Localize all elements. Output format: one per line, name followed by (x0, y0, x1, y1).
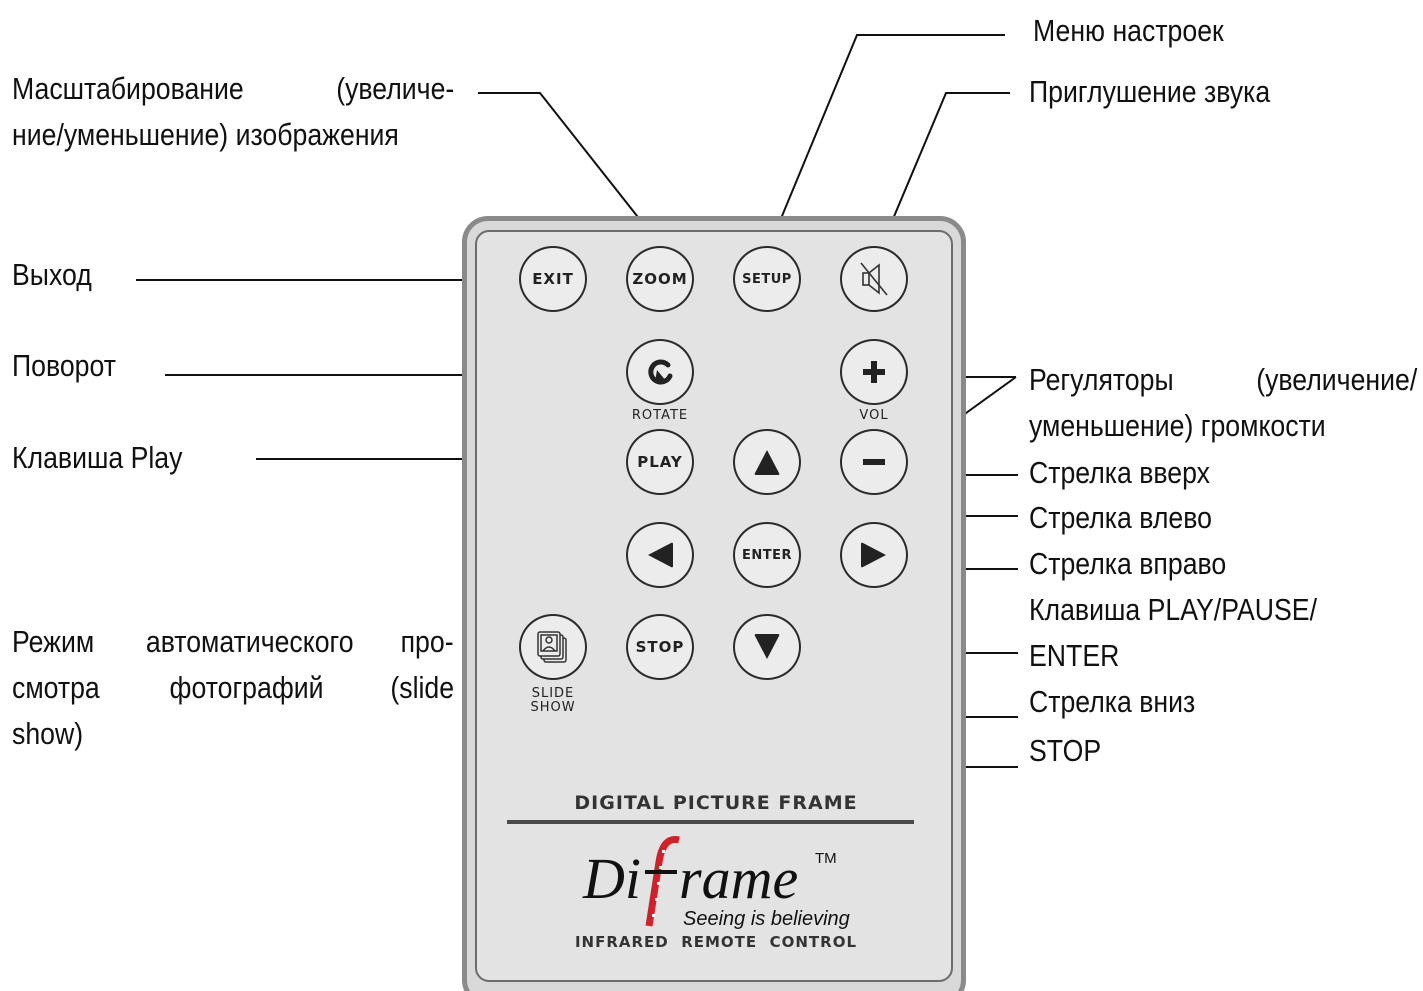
play-button-label: PLAY (637, 453, 683, 471)
slideshow-button[interactable] (519, 614, 587, 680)
leader-mute (881, 92, 1010, 246)
leader-zoom (478, 92, 661, 246)
brand-f-filmstrip (645, 835, 680, 927)
label-slideshow-line3: show) (12, 716, 84, 751)
zoom-button-label: ZOOM (632, 270, 688, 288)
brand-name-left: Di (582, 846, 641, 911)
slideshow-caption-line2: SHOW (530, 700, 576, 715)
stop-button[interactable]: STOP (626, 614, 694, 680)
slideshow-caption-line1: SLIDE (531, 686, 575, 701)
triangle-right-icon (861, 542, 886, 568)
label-left: Стрелка влево (1029, 500, 1212, 535)
vol-minus-button[interactable] (840, 429, 908, 495)
right-arrow-button[interactable] (840, 522, 908, 588)
label-slideshow-line2: смотра фотографий (slide (12, 670, 454, 705)
triangle-left-icon (648, 542, 673, 568)
plus-icon (863, 361, 885, 383)
mute-button[interactable] (840, 246, 908, 312)
zoom-button[interactable]: ZOOM (626, 246, 694, 312)
label-volume-line2: уменьшение) громкости (1029, 408, 1326, 443)
stop-button-label: STOP (635, 638, 685, 656)
label-slideshow-line1: Режим автоматического про- (12, 624, 454, 659)
label-enter-line1: Клавиша PLAY/PAUSE/ (1029, 592, 1318, 627)
rotate-button[interactable] (626, 339, 694, 405)
label-exit: Выход (12, 257, 92, 292)
leader-setup (769, 34, 1005, 246)
exit-button-label: EXIT (532, 270, 574, 288)
label-enter-line2: ENTER (1029, 638, 1120, 673)
label-mute: Приглушение звука (1029, 74, 1271, 109)
enter-button-label: ENTER (741, 547, 793, 563)
up-arrow-button[interactable] (733, 429, 801, 495)
label-zoom-line2: ние/уменьшение) изображения (12, 117, 399, 152)
diframe-logo: Di rame TM Seeing is believing (582, 835, 850, 930)
label-down: Стрелка вниз (1029, 684, 1196, 719)
mute-icon (860, 262, 888, 296)
label-rotate: Поворот (12, 348, 116, 383)
vol-plus-button[interactable] (840, 339, 908, 405)
triangle-up-icon (754, 450, 780, 475)
rotate-caption: ROTATE (631, 408, 689, 423)
setup-button[interactable]: SETUP (733, 246, 801, 312)
label-zoom-line1: Масштабирование (увеличе- (12, 71, 454, 106)
label-up: Стрелка вверх (1029, 455, 1210, 490)
rotate-arrow-icon (648, 359, 673, 385)
exit-button[interactable]: EXIT (519, 246, 587, 312)
vol-caption: VOL (859, 408, 889, 423)
play-button[interactable]: PLAY (626, 429, 694, 495)
enter-button[interactable]: ENTER (733, 522, 801, 588)
label-right: Стрелка вправо (1029, 546, 1227, 581)
setup-button-label: SETUP (742, 271, 792, 287)
label-stop: STOP (1029, 733, 1102, 768)
brand-slogan: Seeing is believing (683, 908, 850, 930)
triangle-down-icon (754, 634, 780, 659)
panel-title: DIGITAL PICTURE FRAME (574, 792, 858, 814)
brand-tm: TM (815, 850, 837, 867)
panel-divider (507, 820, 914, 824)
brand-name-right: rame (679, 846, 798, 911)
minus-icon (863, 459, 885, 465)
left-arrow-button[interactable] (626, 522, 694, 588)
remote-subtitle: INFRARED REMOTE CONTROL (574, 933, 858, 951)
down-arrow-button[interactable] (733, 614, 801, 680)
label-play: Клавиша Play (12, 440, 183, 475)
label-setup: Меню настроек (1033, 13, 1224, 48)
stacked-photos-icon (537, 631, 567, 663)
label-volume-line1: Регуляторы (увеличение/ (1029, 362, 1417, 397)
